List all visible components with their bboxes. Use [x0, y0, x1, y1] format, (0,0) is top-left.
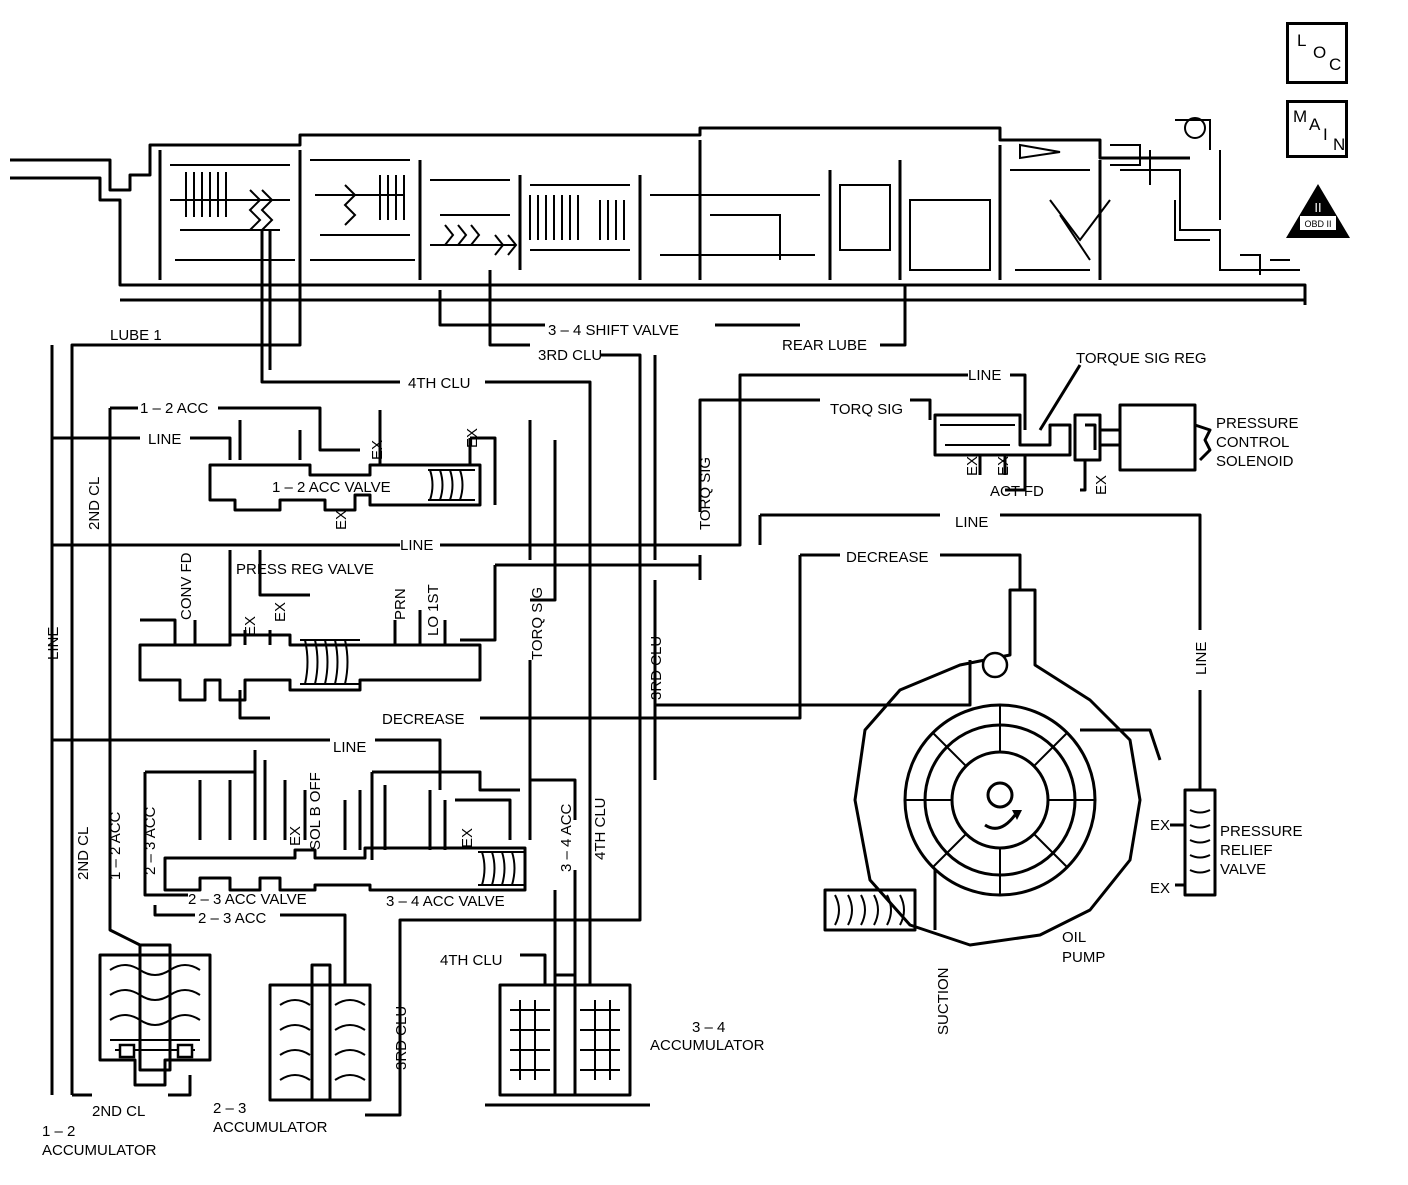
label-decrease-bottom: DECREASE [382, 711, 465, 728]
label-torque-sig-reg: TORQUE SIG REG [1076, 350, 1207, 367]
label-control: CONTROL [1216, 434, 1289, 451]
label-line-1: LINE [148, 431, 181, 448]
label-acc23-num: 2 – 3 [213, 1100, 246, 1117]
label-decrease-top: DECREASE [846, 549, 929, 566]
label-acc23-v: 2 – 3 ACC [142, 806, 159, 875]
label-relief: RELIEF [1220, 842, 1273, 859]
label-ex-d: EX [964, 456, 981, 476]
label-ex-b: EX [464, 428, 481, 448]
label-2nd-cl-left: 2ND CL [86, 477, 103, 530]
label-line-left-v: LINE [45, 627, 62, 660]
label-ex-c: EX [333, 510, 350, 530]
obd-numeral: II [1314, 200, 1321, 215]
accumulator-2-3 [268, 963, 372, 1102]
label-acc34-num: 3 – 4 [692, 1019, 725, 1036]
obd-label: OBD II [1304, 219, 1331, 229]
label-torq-sig-v: TORQ SIG [697, 457, 714, 530]
label-lo1st: LO 1ST [425, 584, 442, 636]
label-4th-clu-h: 4TH CLU [440, 952, 503, 969]
main-letter-m: M [1293, 107, 1308, 126]
loc-letter-l: L [1297, 31, 1307, 50]
label-line-top-right: LINE [968, 367, 1001, 384]
pressure-relief-valve [1170, 788, 1217, 897]
label-ex-e: EX [995, 456, 1012, 476]
obd-ii-logo: OBD II II [1286, 184, 1350, 238]
label-acc12-num: 1 – 2 [42, 1123, 75, 1140]
label-torq-sig-v2: TORQ SIG [529, 587, 546, 660]
accumulator-3-4 [485, 973, 650, 1107]
label-acc23-h: 2 – 3 ACC [198, 910, 267, 927]
label-rear-lube: REAR LUBE [782, 337, 867, 354]
label-valve23: 2 – 3 ACC VALVE [188, 891, 307, 908]
label-ex-i: EX [287, 826, 304, 846]
label-solb-off: SOL B OFF [307, 772, 324, 850]
diagram-labels: LUBE 1 3 – 4 SHIFT VALVE REAR LUBE 3RD C… [42, 322, 1303, 1159]
label-3rd-clu-top: 3RD CLU [538, 347, 602, 364]
loc-letter-c: C [1329, 55, 1342, 74]
label-line-mid-right: LINE [955, 514, 988, 531]
oil-pump [823, 588, 1162, 947]
label-ex-g: EX [242, 616, 259, 636]
label-press-reg-valve: PRESS REG VALVE [236, 561, 374, 578]
label-ex-a: EX [369, 440, 386, 460]
label-shift34: 3 – 4 SHIFT VALVE [548, 322, 679, 339]
label-suction: SUCTION [935, 968, 952, 1036]
label-ex-j: EX [459, 828, 476, 848]
label-lube1: LUBE 1 [110, 327, 162, 344]
label-acc34-v: 3 – 4 ACC [558, 803, 575, 872]
label-accumulator-23: ACCUMULATOR [213, 1119, 328, 1136]
label-torq-sig-h: TORQ SIG [830, 401, 903, 418]
main-letter-a: A [1309, 115, 1321, 134]
label-prn: PRN [392, 588, 409, 620]
label-3rd-clu-v2: 3RD CLU [393, 1006, 410, 1070]
label-accumulator-34: ACCUMULATOR [650, 1037, 765, 1054]
label-valve12: 1 – 2 ACC VALVE [272, 479, 391, 496]
label-ex-f: EX [1093, 475, 1110, 495]
label-ex-k: EX [1150, 817, 1170, 834]
label-acc12-top: 1 – 2 ACC [140, 400, 209, 417]
label-3rd-clu-v: 3RD CLU [648, 636, 665, 700]
label-4th-clu-v: 4TH CLU [592, 797, 609, 860]
label-ex-l: EX [1150, 880, 1170, 897]
label-2nd-cl-bottom: 2ND CL [92, 1103, 145, 1120]
label-pressure-relief: PRESSURE [1220, 823, 1303, 840]
accumulator-1-2 [98, 943, 212, 1087]
label-2nd-cl-v: 2ND CL [75, 827, 92, 880]
fluid-lines [50, 230, 1212, 1117]
loc-letter-o: O [1313, 43, 1327, 62]
label-4th-clu-top: 4TH CLU [408, 375, 471, 392]
label-act-fd: ACT FD [990, 483, 1044, 500]
label-pressure: PRESSURE [1216, 415, 1299, 432]
transmission-cross-section [10, 117, 1307, 305]
main-letter-i: I [1323, 125, 1328, 144]
label-conv-fd: CONV FD [178, 552, 195, 620]
main-button[interactable]: M A I N [1286, 100, 1348, 158]
label-ex-h: EX [272, 602, 289, 622]
label-solenoid: SOLENOID [1216, 453, 1294, 470]
loc-button[interactable]: L O C [1286, 22, 1348, 84]
label-pump: PUMP [1062, 949, 1105, 966]
main-letter-n: N [1333, 135, 1346, 154]
label-valve: VALVE [1220, 861, 1266, 878]
label-line-lower: LINE [333, 739, 366, 756]
label-oil: OIL [1062, 929, 1086, 946]
label-acc12-v: 1 – 2 ACC [107, 811, 124, 880]
label-line-pump-v: LINE [1193, 642, 1210, 675]
label-valve34: 3 – 4 ACC VALVE [386, 893, 505, 910]
label-accumulator-12: ACCUMULATOR [42, 1142, 157, 1159]
label-line-center: LINE [400, 537, 433, 554]
